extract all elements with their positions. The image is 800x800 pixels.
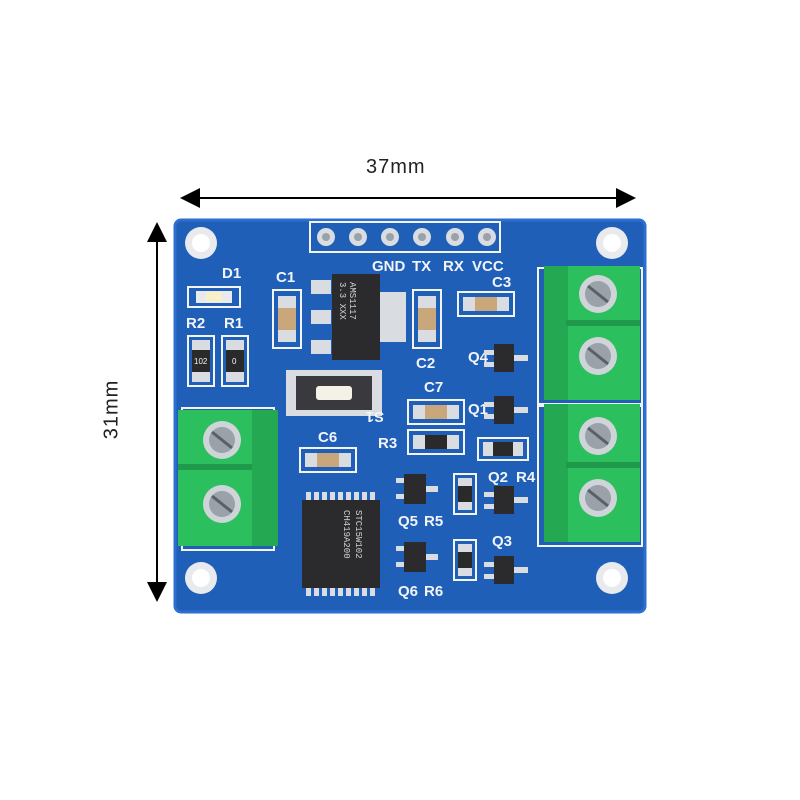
header-pin <box>317 228 335 246</box>
mounting-hole <box>596 227 628 259</box>
header-pin <box>349 228 367 246</box>
silk-q4: Q4 <box>468 349 489 366</box>
resistor-marking-102: 102 <box>194 357 208 366</box>
resistor-r6 <box>453 539 477 581</box>
screw-icon <box>203 421 241 459</box>
header-pin <box>446 228 464 246</box>
capacitor-c6 <box>299 447 357 473</box>
capacitor-c1 <box>272 289 302 349</box>
silk-q5: Q5 <box>398 513 418 530</box>
silk-c6: C6 <box>318 429 337 446</box>
pin-label-vcc: VCC <box>472 258 504 275</box>
resistor-near-q2 <box>477 437 529 461</box>
silk-r6: R6 <box>424 583 443 600</box>
silk-c7: C7 <box>424 379 443 396</box>
silk-d1: D1 <box>222 265 241 282</box>
silk-r3: R3 <box>378 435 397 452</box>
screw-icon <box>579 417 617 455</box>
chip-marking-line2: CH419A200 <box>341 510 351 559</box>
led-d1 <box>187 286 241 308</box>
pin-label-rx: RX <box>443 258 464 275</box>
silk-r5: R5 <box>424 513 443 530</box>
transistor-q1 <box>484 396 528 424</box>
silk-q6: Q6 <box>398 583 418 600</box>
screw-icon <box>579 337 617 375</box>
header-pin <box>413 228 431 246</box>
transistor-q2 <box>484 486 528 514</box>
screw-icon <box>579 275 617 313</box>
pin-header-outline <box>309 221 501 253</box>
silk-r1: R1 <box>224 315 243 332</box>
mounting-hole <box>185 227 217 259</box>
tactile-switch <box>286 370 382 416</box>
resistor-r1: 0 <box>221 335 249 387</box>
terminal-block-left <box>178 407 278 551</box>
resistor-r5 <box>453 473 477 515</box>
transistor-q6 <box>396 542 438 572</box>
header-pin <box>478 228 496 246</box>
mounting-hole <box>596 562 628 594</box>
silk-s1: S1 <box>366 408 384 425</box>
resistor-r3 <box>407 429 465 455</box>
screw-icon <box>203 485 241 523</box>
mounting-hole <box>185 562 217 594</box>
width-dimension-label: 37mm <box>366 156 426 178</box>
resistor-r2: 102 <box>187 335 215 387</box>
terminal-block-right-bottom <box>537 404 643 547</box>
capacitor-c3 <box>457 291 515 317</box>
microcontroller-chip: STC15W102 CH419A200 <box>302 492 380 596</box>
silk-c1: C1 <box>276 269 295 286</box>
silk-r4: R4 <box>516 469 536 486</box>
silk-c2: C2 <box>416 355 435 372</box>
resistor-marking-0: 0 <box>232 357 237 366</box>
screw-icon <box>579 479 617 517</box>
terminal-block-right-top <box>537 266 643 405</box>
regulator-marking-line1: AMS1117 <box>347 282 357 320</box>
header-pin <box>381 228 399 246</box>
silk-q2: Q2 <box>488 469 508 486</box>
transistor-q5 <box>396 474 438 504</box>
transistor-q3 <box>484 556 528 584</box>
pin-label-gnd: GND <box>372 258 406 275</box>
silk-r2: R2 <box>186 315 205 332</box>
silk-q3: Q3 <box>492 533 512 550</box>
transistor-q4 <box>484 344 528 372</box>
silk-q1: Q1 <box>468 401 488 418</box>
capacitor-c2 <box>412 289 442 349</box>
pin-label-tx: TX <box>412 258 431 275</box>
voltage-regulator: AMS1117 3.3 XXX <box>311 274 406 360</box>
chip-marking-line1: STC15W102 <box>353 510 363 559</box>
silk-c3: C3 <box>492 274 511 291</box>
regulator-marking-line2: 3.3 XXX <box>337 282 347 320</box>
capacitor-c7 <box>407 399 465 425</box>
